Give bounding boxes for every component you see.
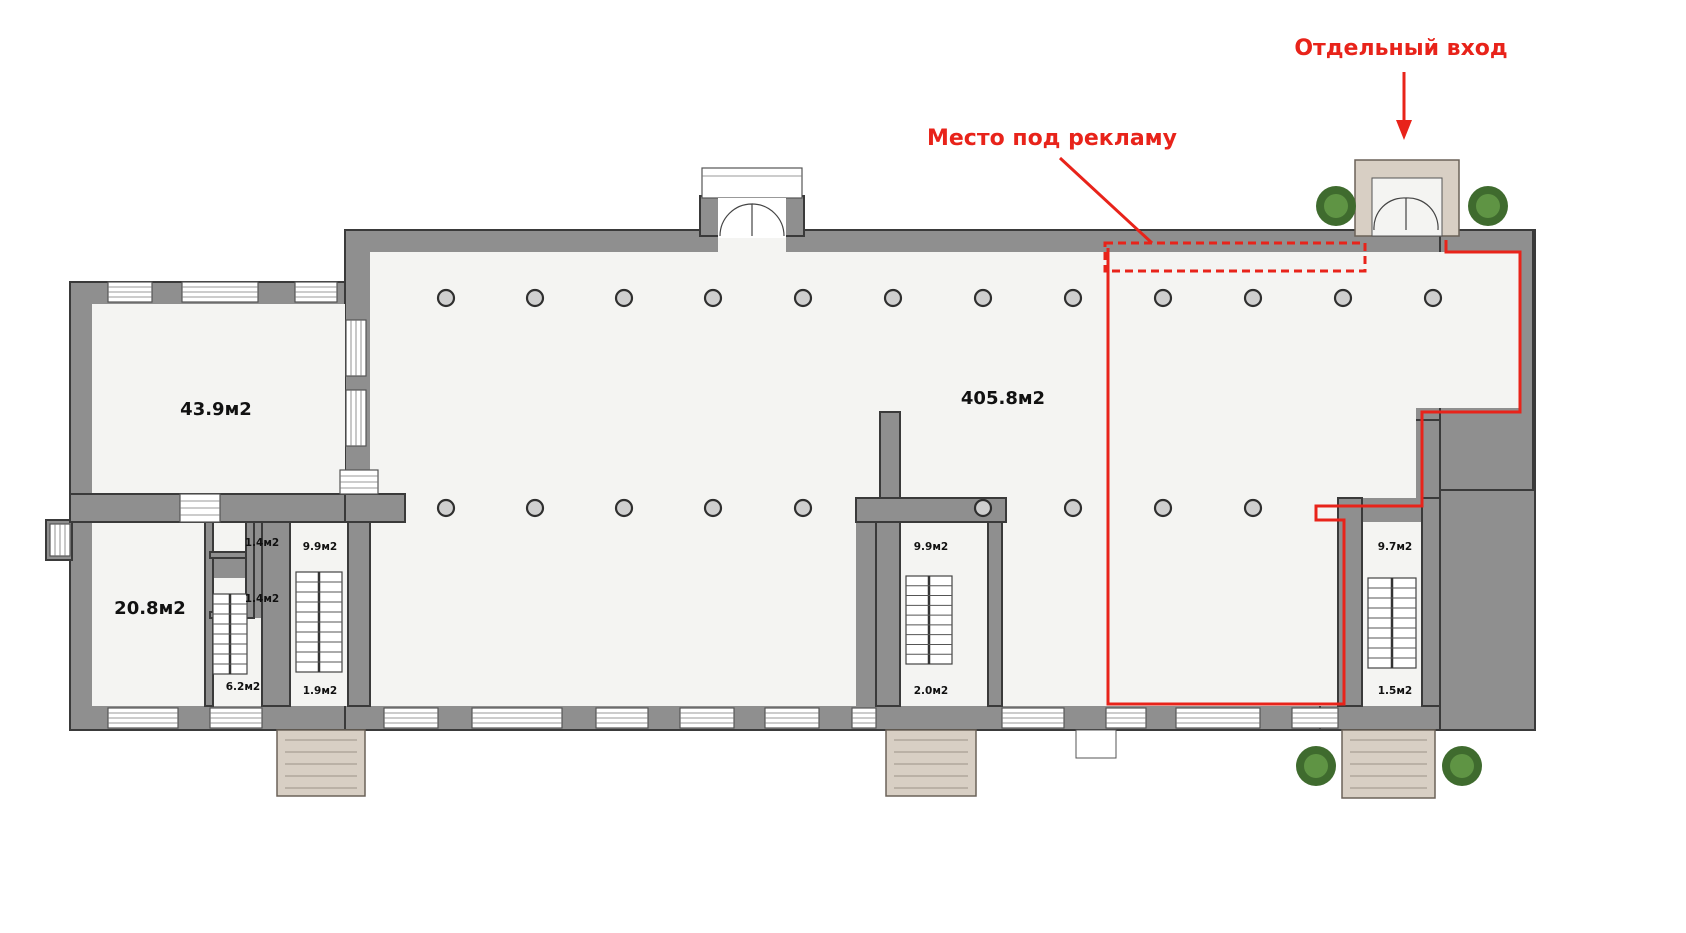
stair-flight [295,571,343,673]
separate-entrance-label: Отдельный вход [1294,36,1507,61]
window [764,707,820,729]
door-swing-left [1373,197,1407,231]
stairs [212,571,1417,675]
window [107,707,179,729]
window [294,281,338,303]
window [471,707,563,729]
window [179,493,221,523]
partition-right-left [1337,497,1363,707]
window [209,707,263,729]
room-label-stair-left-bottom: 1.9м2 [303,685,338,697]
partition-main-left-stub [344,493,406,523]
stair-flight [212,593,248,675]
column-icon [525,498,545,518]
column-icon [1423,288,1443,308]
room-label-bottom-left: 20.8м2 [114,598,186,619]
window [181,281,259,303]
plant-icon [1316,186,1356,226]
ad-space-box [1103,241,1367,273]
window [107,281,153,303]
ad-space-label: Место под рекламу [927,126,1177,151]
column-icon [1153,288,1173,308]
room-label-top-left: 43.9м2 [180,399,252,420]
room-label-stair-left: 9.9м2 [303,541,338,553]
windows [49,281,1339,729]
room-label-main-hall: 405.8м2 [961,388,1045,409]
window [1291,707,1339,729]
stair-flight [905,575,953,665]
floor-room-bottom-left [92,522,205,706]
entrance-arrow-icon [1396,72,1412,140]
room-label-small-c: 6.2м2 [226,681,261,693]
partition-left-b [245,521,255,619]
column-icon [1063,288,1083,308]
partitions [69,411,1441,707]
partition-middle-left [875,521,901,707]
window [679,707,735,729]
window [345,389,367,447]
floor-room-top-left [92,304,345,494]
window [339,469,379,495]
plant-icon [1468,186,1508,226]
column-icon [614,288,634,308]
column-icon [1243,498,1263,518]
stair-flight [1367,577,1417,669]
plant-icon [1296,746,1336,786]
partition-small-1 [209,551,247,559]
window [49,523,71,557]
room-label-stair-middle-bottom: 2.0м2 [914,685,949,697]
door-swing-left [719,203,753,237]
column-icon [614,498,634,518]
room-label-small-a: 1.4м2 [245,537,280,549]
column-icon [436,498,456,518]
window [345,319,367,377]
partition-left-c [261,521,291,707]
ad-space-pointer [1058,156,1154,245]
window [595,707,649,729]
window [383,707,439,729]
column-icon [973,498,993,518]
floors [92,236,1520,706]
window [851,707,877,729]
partition-right-right [1421,497,1441,707]
column-icon [1153,498,1173,518]
window [1175,707,1261,729]
column-icon [1243,288,1263,308]
window [1105,707,1147,729]
door-swing-right [751,203,785,237]
column-icon [793,498,813,518]
partition-middle-right [987,521,1003,707]
column-icon [793,288,813,308]
columns [436,288,1443,518]
column-icon [525,288,545,308]
partition-left-d [347,521,371,707]
bottom-step [1075,729,1117,759]
window [1001,707,1065,729]
column-icon [703,288,723,308]
floor-main-hall [370,236,1520,706]
column-icon [436,288,456,308]
porch-bottom-left [276,729,366,797]
top-entrance-canopy [701,167,803,199]
bottom-porches [276,729,1436,799]
column-icon [703,498,723,518]
column-icon [1333,288,1353,308]
door-swing-right [1405,197,1439,231]
column-icon [973,288,993,308]
top-middle-entrance [701,167,803,238]
floor-small-a [210,522,246,552]
highlighted-rental-area [1106,240,1522,706]
porch-bottom-middle [885,729,977,797]
plant-icon [1442,746,1482,786]
column-icon [1063,498,1083,518]
room-label-stair-middle: 9.9м2 [914,541,949,553]
room-label-stair-right-bottom: 1.5м2 [1378,685,1413,697]
top-right-entrance [1354,159,1460,237]
room-label-stair-right: 9.7м2 [1378,541,1413,553]
room-label-small-b: 1.4м2 [245,593,280,605]
column-icon [883,288,903,308]
plants [1296,186,1508,786]
